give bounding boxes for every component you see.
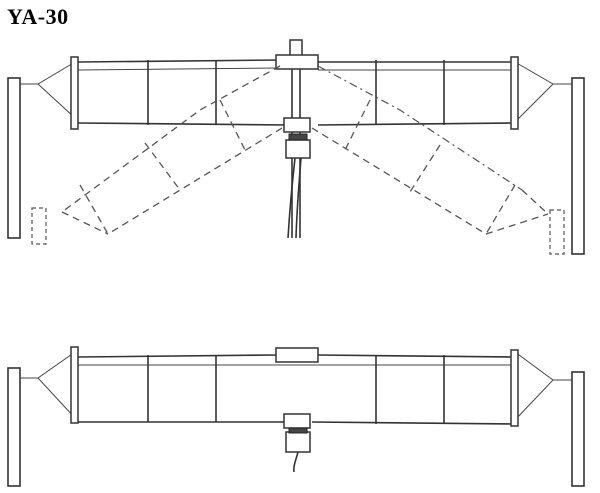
bottom-antenna-figure bbox=[7, 346, 585, 487]
top-antenna-figure bbox=[7, 39, 585, 255]
balun-box bbox=[285, 139, 311, 159]
balun-box bbox=[285, 431, 311, 453]
spacer-rings bbox=[147, 60, 445, 125]
end-guy-lines bbox=[20, 61, 572, 123]
left-end-spreader bbox=[70, 56, 79, 130]
tilted-elements-dashed bbox=[61, 65, 549, 235]
coax-feed-line bbox=[287, 157, 296, 239]
coax-feed-line bbox=[293, 451, 299, 473]
top-insulator bbox=[275, 347, 319, 363]
right-end-spreader bbox=[510, 56, 519, 130]
upper-feed-clamp bbox=[275, 54, 319, 70]
left-end-spreader bbox=[70, 346, 79, 424]
spacer-rings bbox=[147, 355, 445, 424]
right-support-post bbox=[571, 77, 585, 255]
lower-feed-clamp bbox=[283, 117, 311, 133]
left-dashed-post bbox=[31, 207, 47, 245]
lower-feed-clamp bbox=[283, 413, 311, 429]
left-support-post bbox=[7, 77, 21, 239]
cage-wires bbox=[77, 354, 512, 425]
central-mast bbox=[275, 39, 319, 239]
right-end-spreader bbox=[510, 349, 519, 427]
right-support-post bbox=[571, 371, 585, 487]
left-support-post bbox=[7, 367, 21, 487]
end-guy-lines bbox=[20, 351, 572, 421]
right-dashed-post bbox=[549, 209, 565, 255]
diagram-label: YA-30 bbox=[7, 4, 69, 29]
